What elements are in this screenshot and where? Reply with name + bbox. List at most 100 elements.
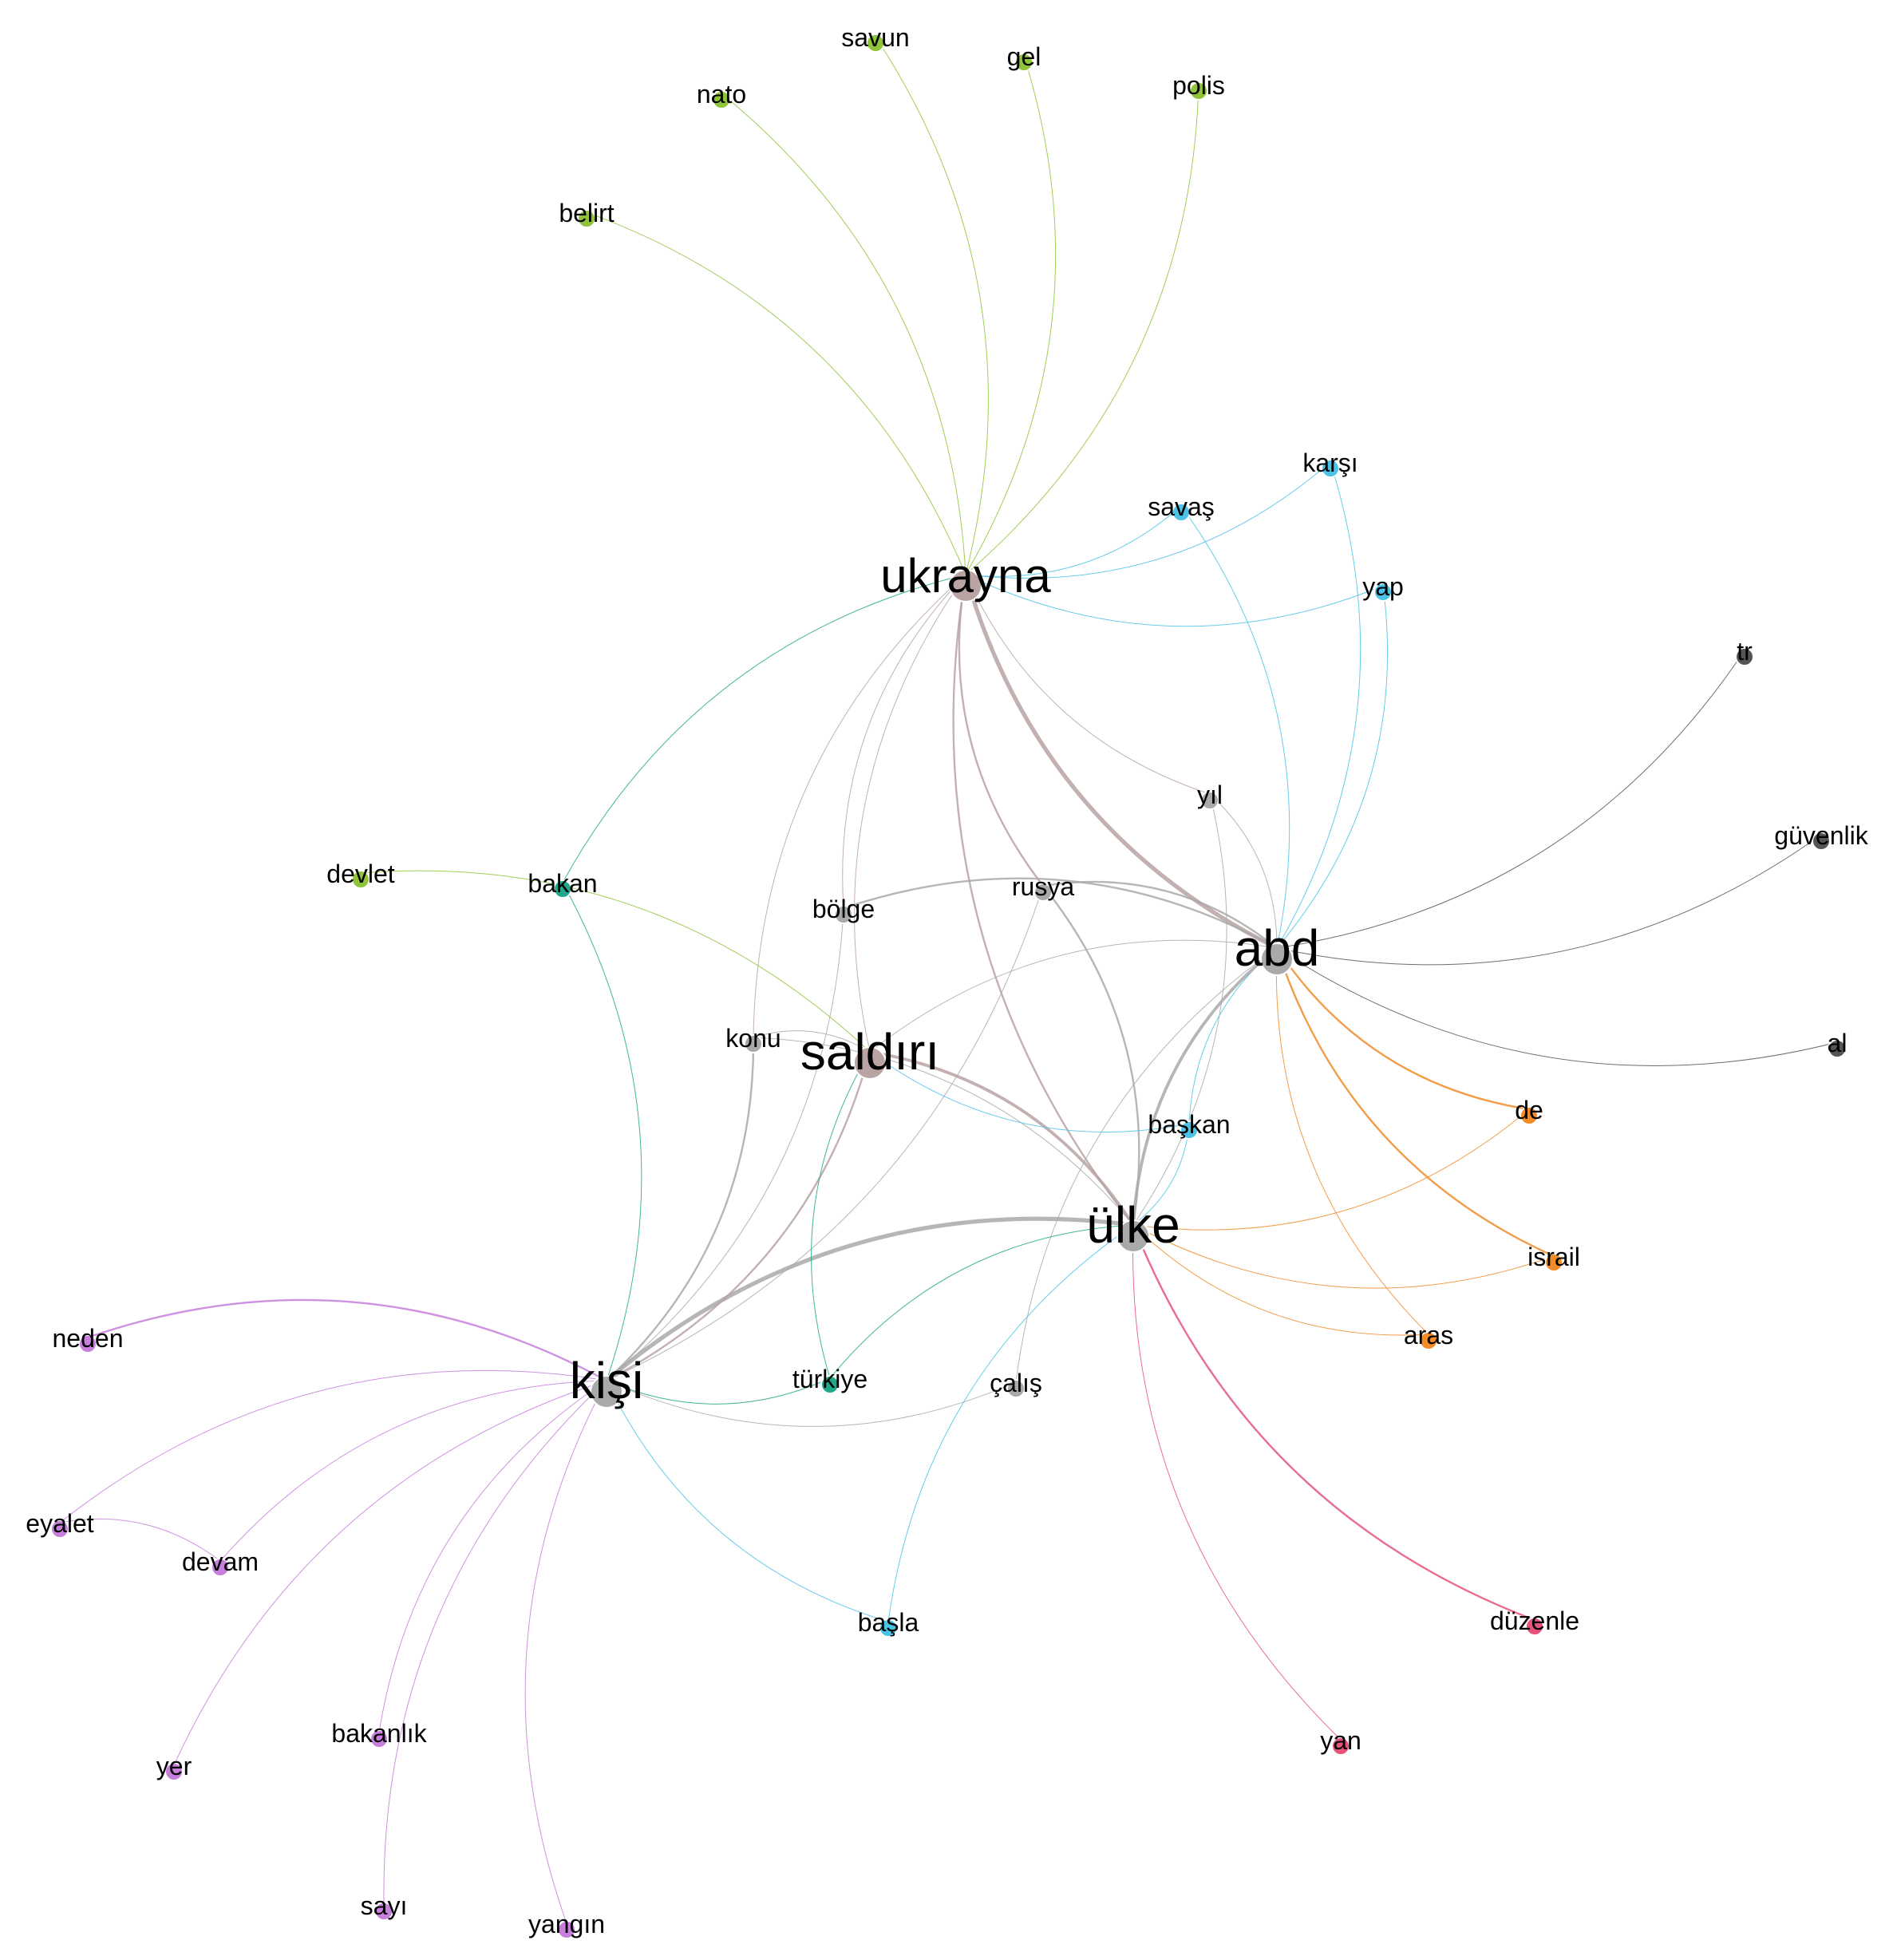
node-marker-guvenlik[interactable] [1812, 832, 1831, 851]
node-marker-devlet[interactable] [351, 870, 370, 889]
node-aras[interactable]: aras [1404, 1321, 1453, 1350]
node-marker-yer[interactable] [164, 1762, 184, 1781]
node-marker-konu[interactable] [744, 1034, 763, 1053]
node-yer[interactable]: yer [156, 1752, 192, 1781]
node-marker-ukrayna[interactable] [949, 569, 982, 603]
edge-ukrayna-rusya [958, 574, 1044, 887]
node-baskan[interactable]: başkan [1148, 1110, 1231, 1140]
node-yan[interactable]: yan [1320, 1726, 1361, 1756]
node-marker-ulke[interactable] [1116, 1219, 1150, 1253]
node-label-kisi: kişi [570, 1352, 643, 1409]
node-bolge[interactable]: bölge [812, 895, 875, 924]
edge-abd-yap [1276, 585, 1389, 949]
node-marker-polis[interactable] [1189, 81, 1208, 101]
edge-ukrayna-savas [965, 505, 1182, 577]
node-marker-calis[interactable] [1006, 1379, 1026, 1398]
node-neden[interactable]: neden [53, 1324, 124, 1353]
node-bakan[interactable]: bakan [528, 869, 598, 899]
edge-abd-yil [1209, 793, 1278, 949]
node-gel[interactable]: gel [1007, 42, 1041, 72]
node-israil[interactable]: israil [1527, 1243, 1580, 1272]
node-basla[interactable]: başla [858, 1608, 919, 1638]
node-guvenlik[interactable]: güvenlik [1774, 821, 1869, 851]
node-label-yan: yan [1320, 1726, 1361, 1755]
node-kisi[interactable]: kişi [570, 1352, 643, 1409]
edge-kisi-yangin [524, 1380, 607, 1924]
node-label-gel: gel [1007, 42, 1041, 71]
node-marker-yangin[interactable] [557, 1920, 576, 1939]
node-marker-de[interactable] [1520, 1106, 1539, 1125]
node-marker-tr[interactable] [1735, 647, 1754, 666]
node-konu[interactable]: konu [725, 1024, 781, 1053]
node-marker-turkiye[interactable] [820, 1375, 840, 1394]
node-marker-karsi[interactable] [1321, 459, 1340, 478]
node-marker-saldiri[interactable] [853, 1046, 887, 1080]
node-marker-devam[interactable] [211, 1558, 230, 1577]
node-marker-bakanlik[interactable] [370, 1729, 389, 1749]
node-turkiye[interactable]: türkiye [792, 1365, 867, 1394]
node-saldiri[interactable]: saldırı [800, 1023, 939, 1081]
node-marker-kisi[interactable] [590, 1375, 623, 1409]
edge-abd-ulke [1132, 946, 1278, 1226]
node-marker-yap[interactable] [1373, 583, 1393, 602]
node-marker-duzenle[interactable] [1525, 1617, 1544, 1636]
edge-ukrayna-saldiri [854, 574, 966, 1053]
edges-layer [59, 36, 1838, 1924]
node-yangin[interactable]: yangın [528, 1910, 605, 1939]
node-nato[interactable]: nato [697, 80, 746, 109]
node-ulke[interactable]: ülke [1086, 1196, 1180, 1254]
node-eyalet[interactable]: eyalet [26, 1509, 94, 1539]
node-marker-eyalet[interactable] [50, 1519, 69, 1539]
edge-saldiri-baskan [869, 1051, 1190, 1132]
node-marker-savas[interactable] [1172, 503, 1191, 522]
node-marker-israil[interactable] [1544, 1253, 1563, 1272]
node-marker-bolge[interactable] [834, 905, 853, 924]
node-belirt[interactable]: belirt [559, 199, 615, 228]
node-yap[interactable]: yap [1362, 572, 1404, 602]
node-marker-baskan[interactable] [1180, 1120, 1199, 1140]
node-marker-yil[interactable] [1200, 791, 1219, 810]
node-label-rusya: rusya [1012, 872, 1074, 901]
node-label-devam: devam [182, 1547, 259, 1576]
node-label-abd: abd [1235, 919, 1320, 977]
node-yil[interactable]: yıl [1197, 780, 1223, 810]
node-sayi[interactable]: sayı [361, 1891, 408, 1921]
node-marker-aras[interactable] [1419, 1331, 1438, 1350]
node-marker-savun[interactable] [866, 34, 885, 53]
node-calis[interactable]: çalış [990, 1369, 1042, 1398]
node-abd[interactable]: abd [1235, 919, 1320, 977]
node-tr[interactable]: tr [1735, 637, 1754, 666]
node-savun[interactable]: savun [841, 23, 910, 53]
node-marker-rusya[interactable] [1033, 883, 1053, 902]
node-devam[interactable]: devam [182, 1547, 259, 1577]
node-karsi[interactable]: karşı [1302, 449, 1358, 478]
node-marker-basla[interactable] [879, 1618, 898, 1638]
node-de[interactable]: de [1515, 1096, 1543, 1125]
nodes-layer: ukrayna abd ülke kişi saldırı savun gel nato pol… [26, 23, 1869, 1939]
node-label-aras: aras [1404, 1321, 1453, 1349]
node-duzenle[interactable]: düzenle [1490, 1606, 1579, 1636]
node-devlet[interactable]: devlet [326, 859, 395, 889]
node-marker-sayi[interactable] [374, 1902, 393, 1921]
node-marker-al[interactable] [1828, 1039, 1847, 1058]
node-label-karsi: karşı [1302, 449, 1358, 477]
node-marker-gel[interactable] [1014, 53, 1033, 72]
node-marker-bakan[interactable] [553, 879, 572, 899]
node-label-calis: çalış [990, 1369, 1042, 1397]
node-ukrayna[interactable]: ukrayna [880, 549, 1051, 603]
node-marker-nato[interactable] [712, 90, 731, 109]
edge-saldiri-turkiye [811, 1051, 871, 1379]
node-polis[interactable]: polis [1172, 71, 1225, 101]
node-label-belirt: belirt [559, 199, 614, 227]
node-savas[interactable]: savaş [1148, 492, 1215, 522]
node-bakanlik[interactable]: bakanlık [331, 1719, 428, 1749]
edge-kisi-sayi [383, 1380, 607, 1906]
node-rusya[interactable]: rusya [1012, 872, 1074, 902]
node-marker-abd[interactable] [1260, 942, 1294, 976]
node-marker-neden[interactable] [78, 1334, 97, 1353]
edge-kisi-konu [606, 1037, 755, 1381]
node-marker-yan[interactable] [1331, 1737, 1350, 1756]
node-marker-belirt[interactable] [577, 209, 596, 228]
node-label-bakanlik: bakanlık [331, 1719, 427, 1748]
node-al[interactable]: al [1828, 1029, 1848, 1058]
